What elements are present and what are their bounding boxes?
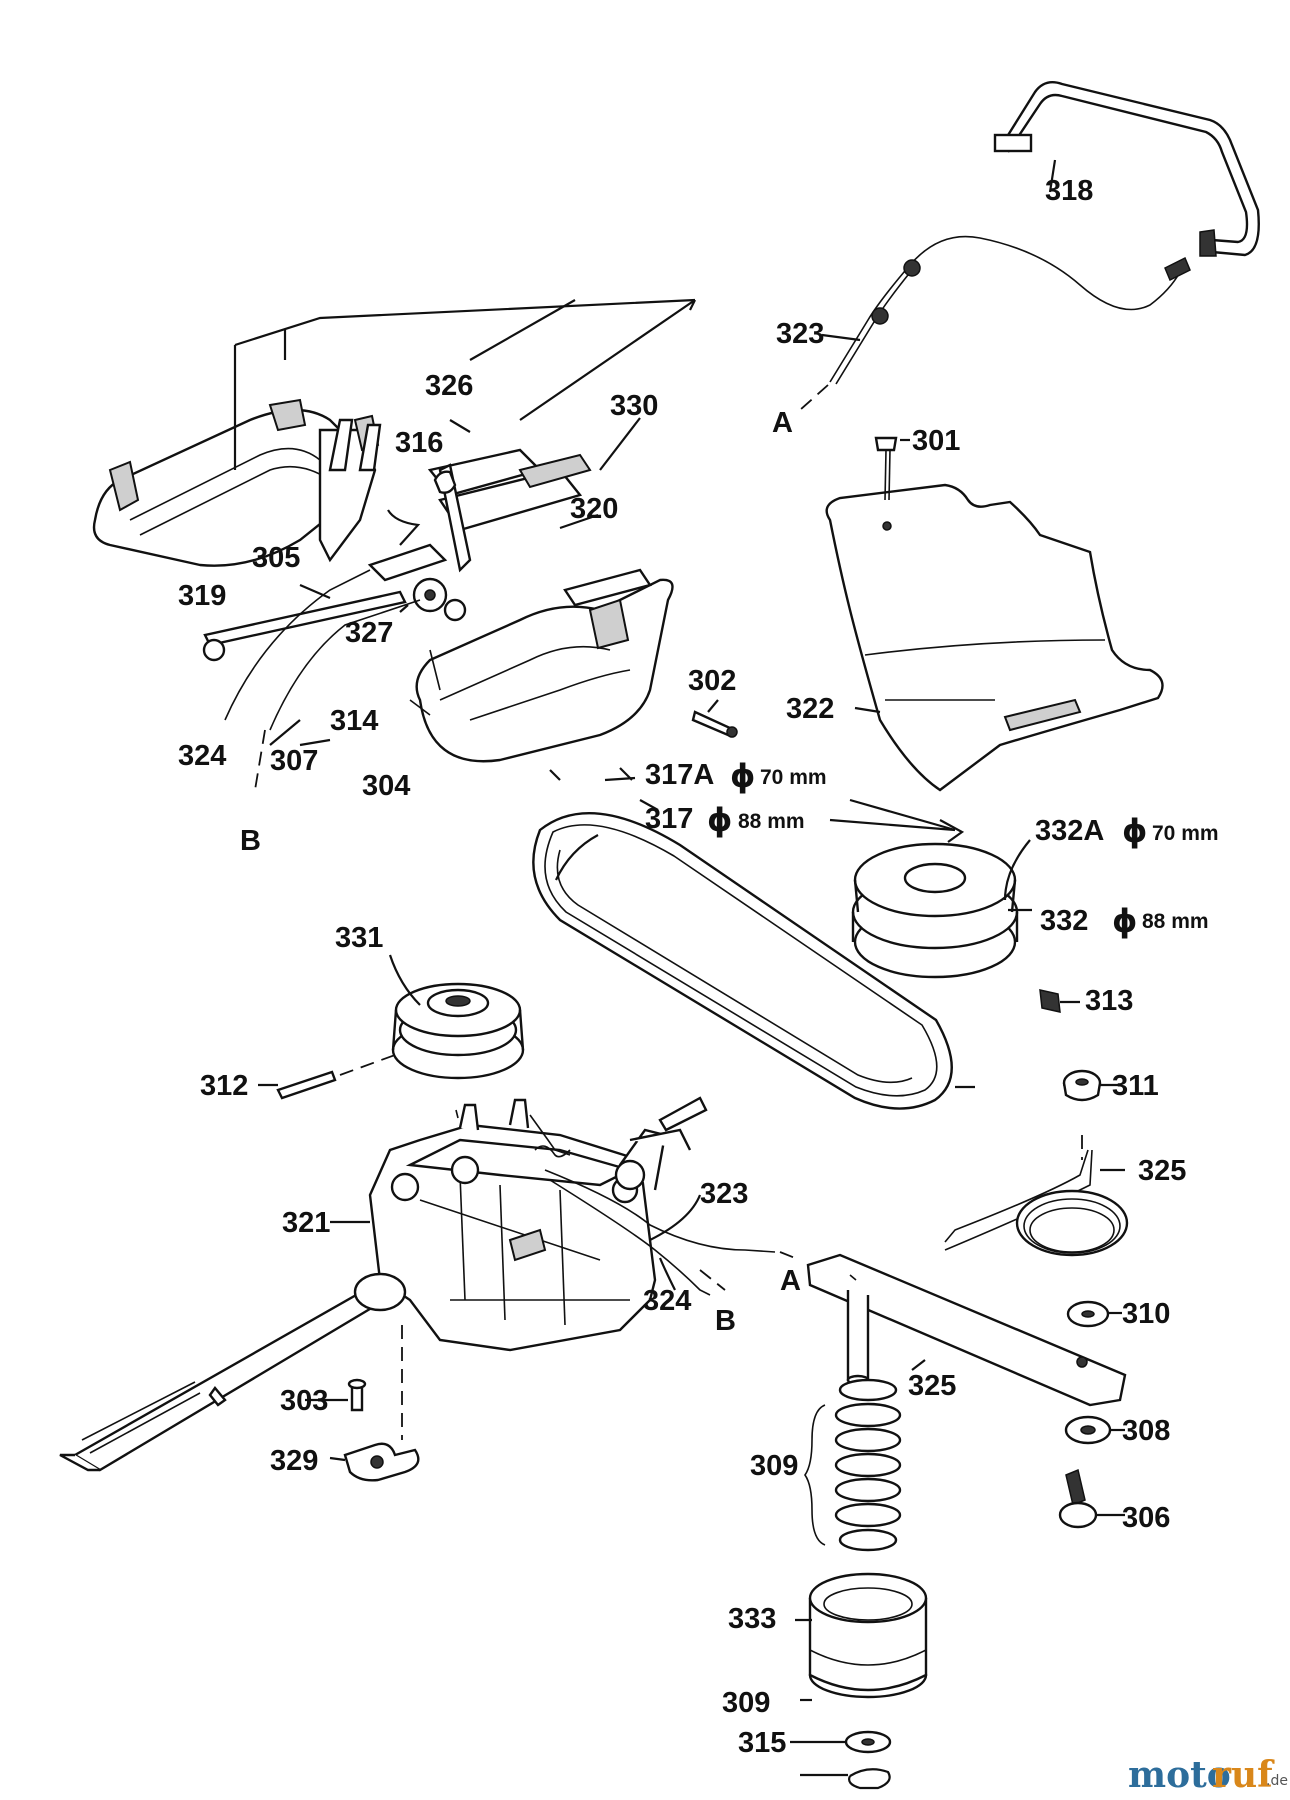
handle-frame-326 bbox=[92, 298, 696, 567]
spring-325 bbox=[944, 1135, 1129, 1257]
key-312 bbox=[276, 1054, 396, 1100]
watermark-suffix: .de bbox=[1266, 1773, 1288, 1789]
label-325-bottom: 325 bbox=[908, 1370, 956, 1402]
part-labels: 318 323 A 301 326 330 316 320 305 319 32… bbox=[178, 175, 1219, 1759]
label-303: 303 bbox=[280, 1385, 328, 1417]
bolt-306 bbox=[1058, 1468, 1098, 1529]
label-323-bottom: 323 bbox=[700, 1178, 748, 1210]
shift-lever-assembly bbox=[367, 448, 592, 622]
watermark-part2: ruf bbox=[1212, 1754, 1275, 1796]
cables-lower bbox=[544, 1169, 801, 1296]
label-324-bottom: 324 bbox=[643, 1285, 691, 1317]
label-302: 302 bbox=[688, 665, 736, 697]
label-318: 318 bbox=[1045, 175, 1093, 207]
label-304: 304 bbox=[362, 770, 410, 802]
label-331: 331 bbox=[335, 922, 383, 954]
bracket-325 bbox=[806, 1253, 1127, 1407]
screw-313 bbox=[1039, 989, 1061, 1013]
label-320: 320 bbox=[570, 493, 618, 525]
label-ref-b-top: B bbox=[240, 825, 261, 857]
label-308: 308 bbox=[1122, 1415, 1170, 1447]
label-309-top: 309 bbox=[750, 1450, 798, 1482]
dim-317: 88 mm bbox=[738, 810, 805, 833]
label-316: 316 bbox=[395, 427, 443, 459]
label-317a: 317A bbox=[645, 759, 714, 791]
label-329: 329 bbox=[270, 1445, 318, 1477]
washer-310 bbox=[1066, 1300, 1110, 1328]
cover-plate-322 bbox=[825, 483, 1164, 792]
pulley-332 bbox=[851, 842, 1019, 979]
label-332: 332 bbox=[1040, 905, 1088, 937]
dim-phi-317: ϕ bbox=[707, 801, 732, 839]
label-310: 310 bbox=[1122, 1298, 1170, 1330]
watermark-logo: moto ruf .de bbox=[1128, 1754, 1288, 1796]
clip-315 bbox=[848, 1768, 891, 1790]
label-ref-b-bottom: B bbox=[715, 1305, 736, 1337]
dim-phi-332: ϕ bbox=[1112, 902, 1137, 940]
dim-phi-317a: ϕ bbox=[730, 757, 755, 795]
label-301: 301 bbox=[912, 425, 960, 457]
watermark-part1: moto bbox=[1128, 1754, 1231, 1796]
dim-317a: 70 mm bbox=[760, 766, 827, 789]
label-314: 314 bbox=[330, 705, 378, 737]
label-325-top: 325 bbox=[1138, 1155, 1186, 1187]
handle-bar-318 bbox=[993, 81, 1260, 257]
belt-317 bbox=[532, 812, 953, 1110]
pin-302 bbox=[691, 710, 738, 738]
dim-332: 88 mm bbox=[1142, 910, 1209, 933]
drum-333 bbox=[808, 1572, 928, 1699]
label-305: 305 bbox=[252, 542, 300, 574]
label-332a: 332A bbox=[1035, 815, 1104, 847]
label-324-top: 324 bbox=[178, 740, 226, 772]
label-321: 321 bbox=[282, 1207, 330, 1239]
label-327: 327 bbox=[345, 617, 393, 649]
label-ref-a-top: A bbox=[772, 407, 793, 439]
label-313: 313 bbox=[1085, 985, 1133, 1017]
label-312: 312 bbox=[200, 1070, 248, 1102]
label-ref-a-bottom: A bbox=[780, 1265, 801, 1297]
gearbox-321 bbox=[59, 1096, 708, 1472]
spring-stack-309 bbox=[804, 1378, 902, 1552]
pulley-331 bbox=[391, 982, 525, 1080]
label-326: 326 bbox=[425, 370, 473, 402]
label-323-top: 323 bbox=[776, 318, 824, 350]
rods-and-cables-left bbox=[202, 569, 421, 791]
label-319: 319 bbox=[178, 580, 226, 612]
label-330: 330 bbox=[610, 390, 658, 422]
label-317: 317 bbox=[645, 803, 693, 835]
label-306: 306 bbox=[1122, 1502, 1170, 1534]
lower-shroud bbox=[409, 568, 674, 763]
screw-303 bbox=[347, 1325, 403, 1440]
nut-311 bbox=[1062, 1069, 1102, 1102]
dim-phi-332a: ϕ bbox=[1122, 812, 1147, 850]
clamp-329 bbox=[343, 1442, 420, 1482]
washer-308 bbox=[1064, 1415, 1112, 1445]
label-315: 315 bbox=[738, 1727, 786, 1759]
bolt-301 bbox=[874, 436, 898, 531]
label-309-bottom: 309 bbox=[722, 1687, 770, 1719]
dim-332a: 70 mm bbox=[1152, 822, 1219, 845]
cable-323-top bbox=[799, 235, 1191, 411]
label-307: 307 bbox=[270, 745, 318, 777]
washer-309 bbox=[844, 1730, 892, 1754]
label-333: 333 bbox=[728, 1603, 776, 1635]
label-322: 322 bbox=[786, 693, 834, 725]
label-311: 311 bbox=[1112, 1070, 1159, 1102]
leader-lines bbox=[258, 159, 1125, 1777]
